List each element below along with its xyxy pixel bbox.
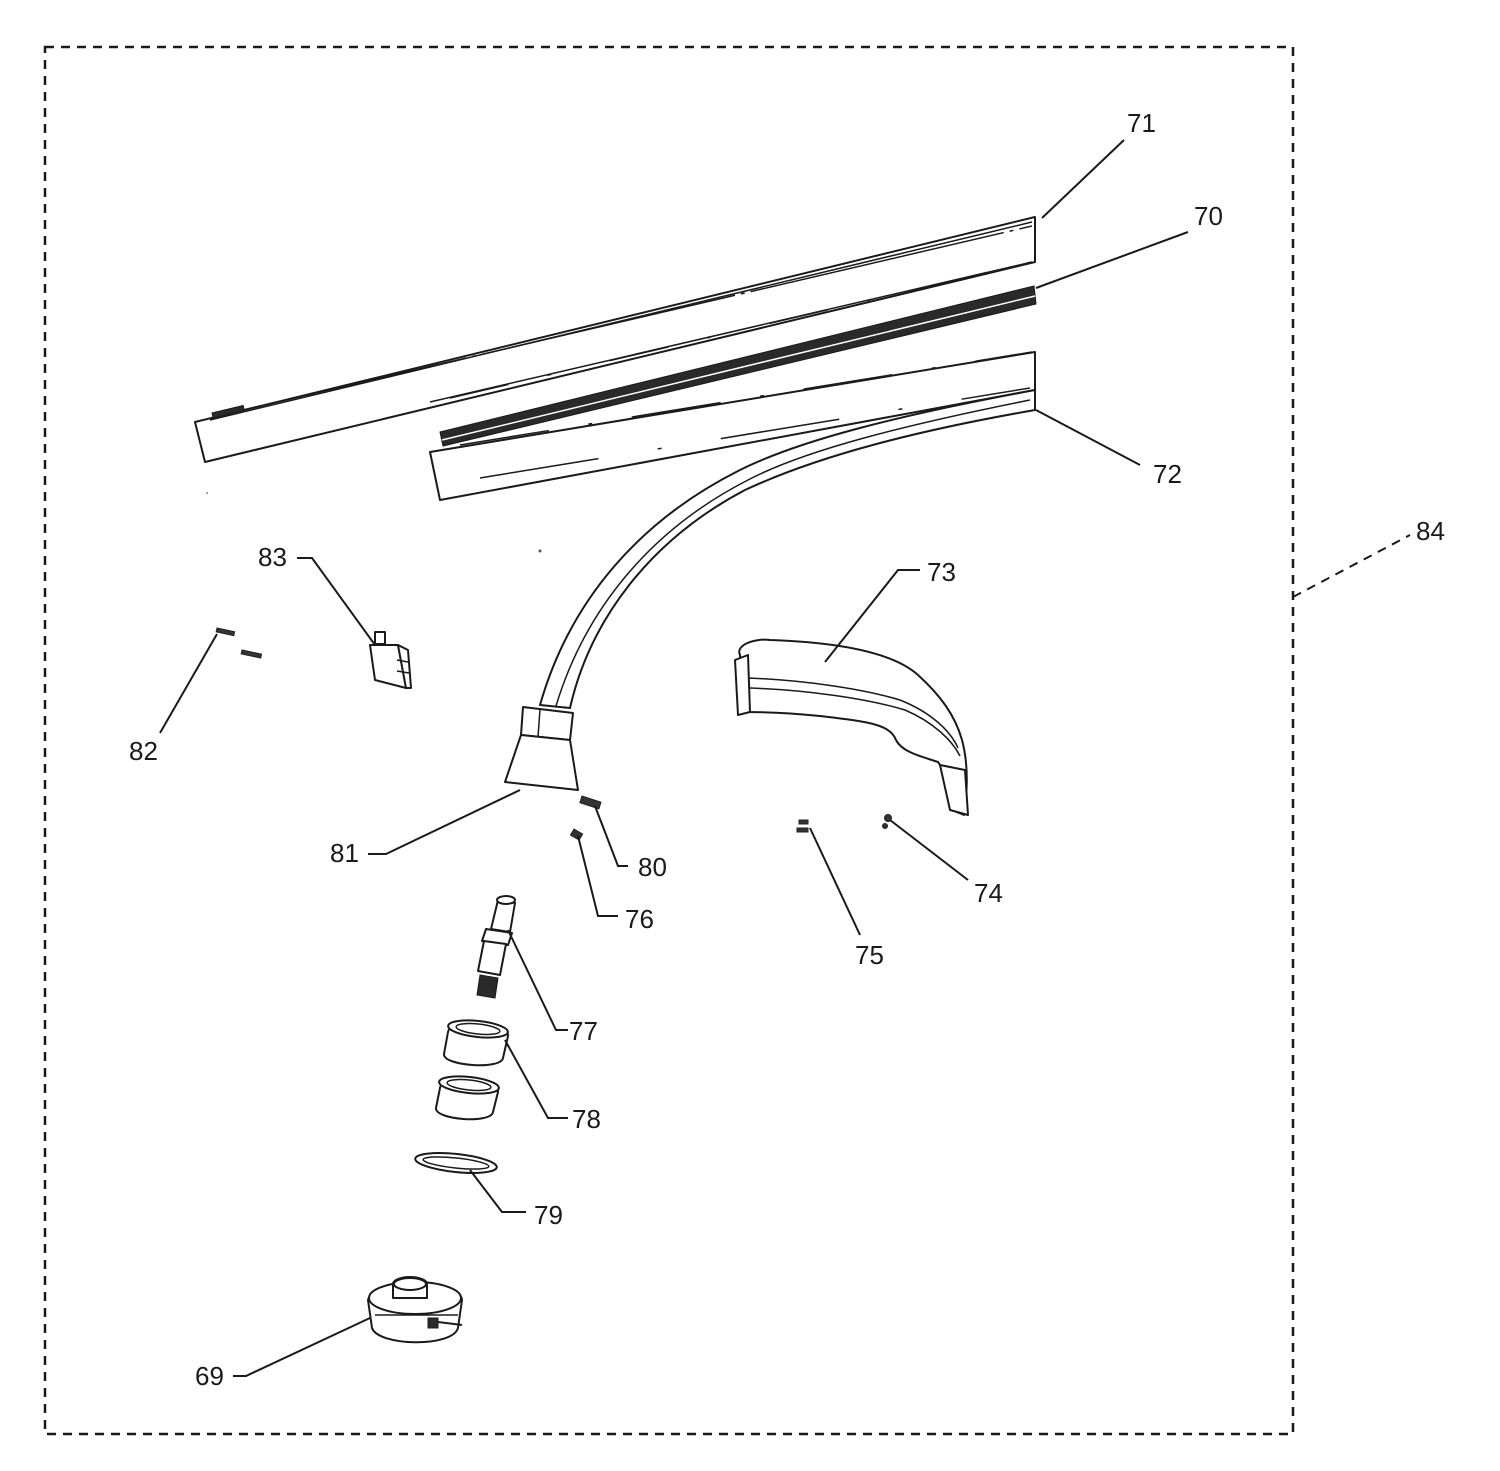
callout-71: 71 xyxy=(1127,108,1156,138)
part-81-gear-head xyxy=(504,706,579,791)
callout-70: 70 xyxy=(1194,201,1223,231)
callout-84: 84 xyxy=(1416,516,1445,546)
callout-72: 72 xyxy=(1153,459,1182,489)
leader-81 xyxy=(368,789,521,855)
part-69-trimmer-head xyxy=(367,1276,463,1344)
callout-75: 75 xyxy=(855,940,884,970)
leader-76 xyxy=(577,835,618,917)
leader-80 xyxy=(594,805,628,867)
leader-77 xyxy=(507,929,568,1031)
callout-80: 80 xyxy=(638,852,667,882)
part-77-spindle xyxy=(476,895,516,999)
leader-69 xyxy=(233,1317,371,1377)
callout-74: 74 xyxy=(974,878,1003,908)
callout-73: 73 xyxy=(927,557,956,587)
leader-75 xyxy=(809,827,861,936)
part-76-screw xyxy=(569,828,584,841)
part-73-guard xyxy=(734,638,969,816)
callout-83: 83 xyxy=(258,542,287,572)
speck xyxy=(206,492,208,494)
callout-77: 77 xyxy=(569,1016,598,1046)
part-80-screw xyxy=(579,795,602,810)
leader-84 xyxy=(1292,534,1411,598)
callout-79: 79 xyxy=(534,1200,563,1230)
leader-74 xyxy=(889,819,969,881)
callout-78: 78 xyxy=(572,1104,601,1134)
part-82-screws xyxy=(215,627,263,659)
part-79-washer xyxy=(414,1152,498,1174)
part-83-switch-block xyxy=(369,631,412,689)
part-78-bearings xyxy=(435,1019,509,1121)
leader-71 xyxy=(1041,139,1125,219)
part-71-shaft-tube xyxy=(194,216,1036,463)
part-75-screws xyxy=(796,819,809,833)
leader-83 xyxy=(297,557,376,646)
leader-78 xyxy=(504,1039,568,1119)
callout-76: 76 xyxy=(625,904,654,934)
part-70-drive-cable xyxy=(439,285,1037,447)
speck xyxy=(538,549,542,553)
part-72-curved-tube xyxy=(429,351,1036,709)
callout-82: 82 xyxy=(129,736,158,766)
leader-82 xyxy=(159,633,218,734)
assembly-boundary xyxy=(43,45,1295,1436)
callout-69: 69 xyxy=(195,1361,224,1391)
leader-79 xyxy=(469,1169,526,1213)
callout-81: 81 xyxy=(330,838,359,868)
leader-70 xyxy=(1035,231,1189,289)
leader-72 xyxy=(1035,409,1141,466)
part-74-screw xyxy=(882,814,892,829)
leader-73 xyxy=(824,569,920,663)
